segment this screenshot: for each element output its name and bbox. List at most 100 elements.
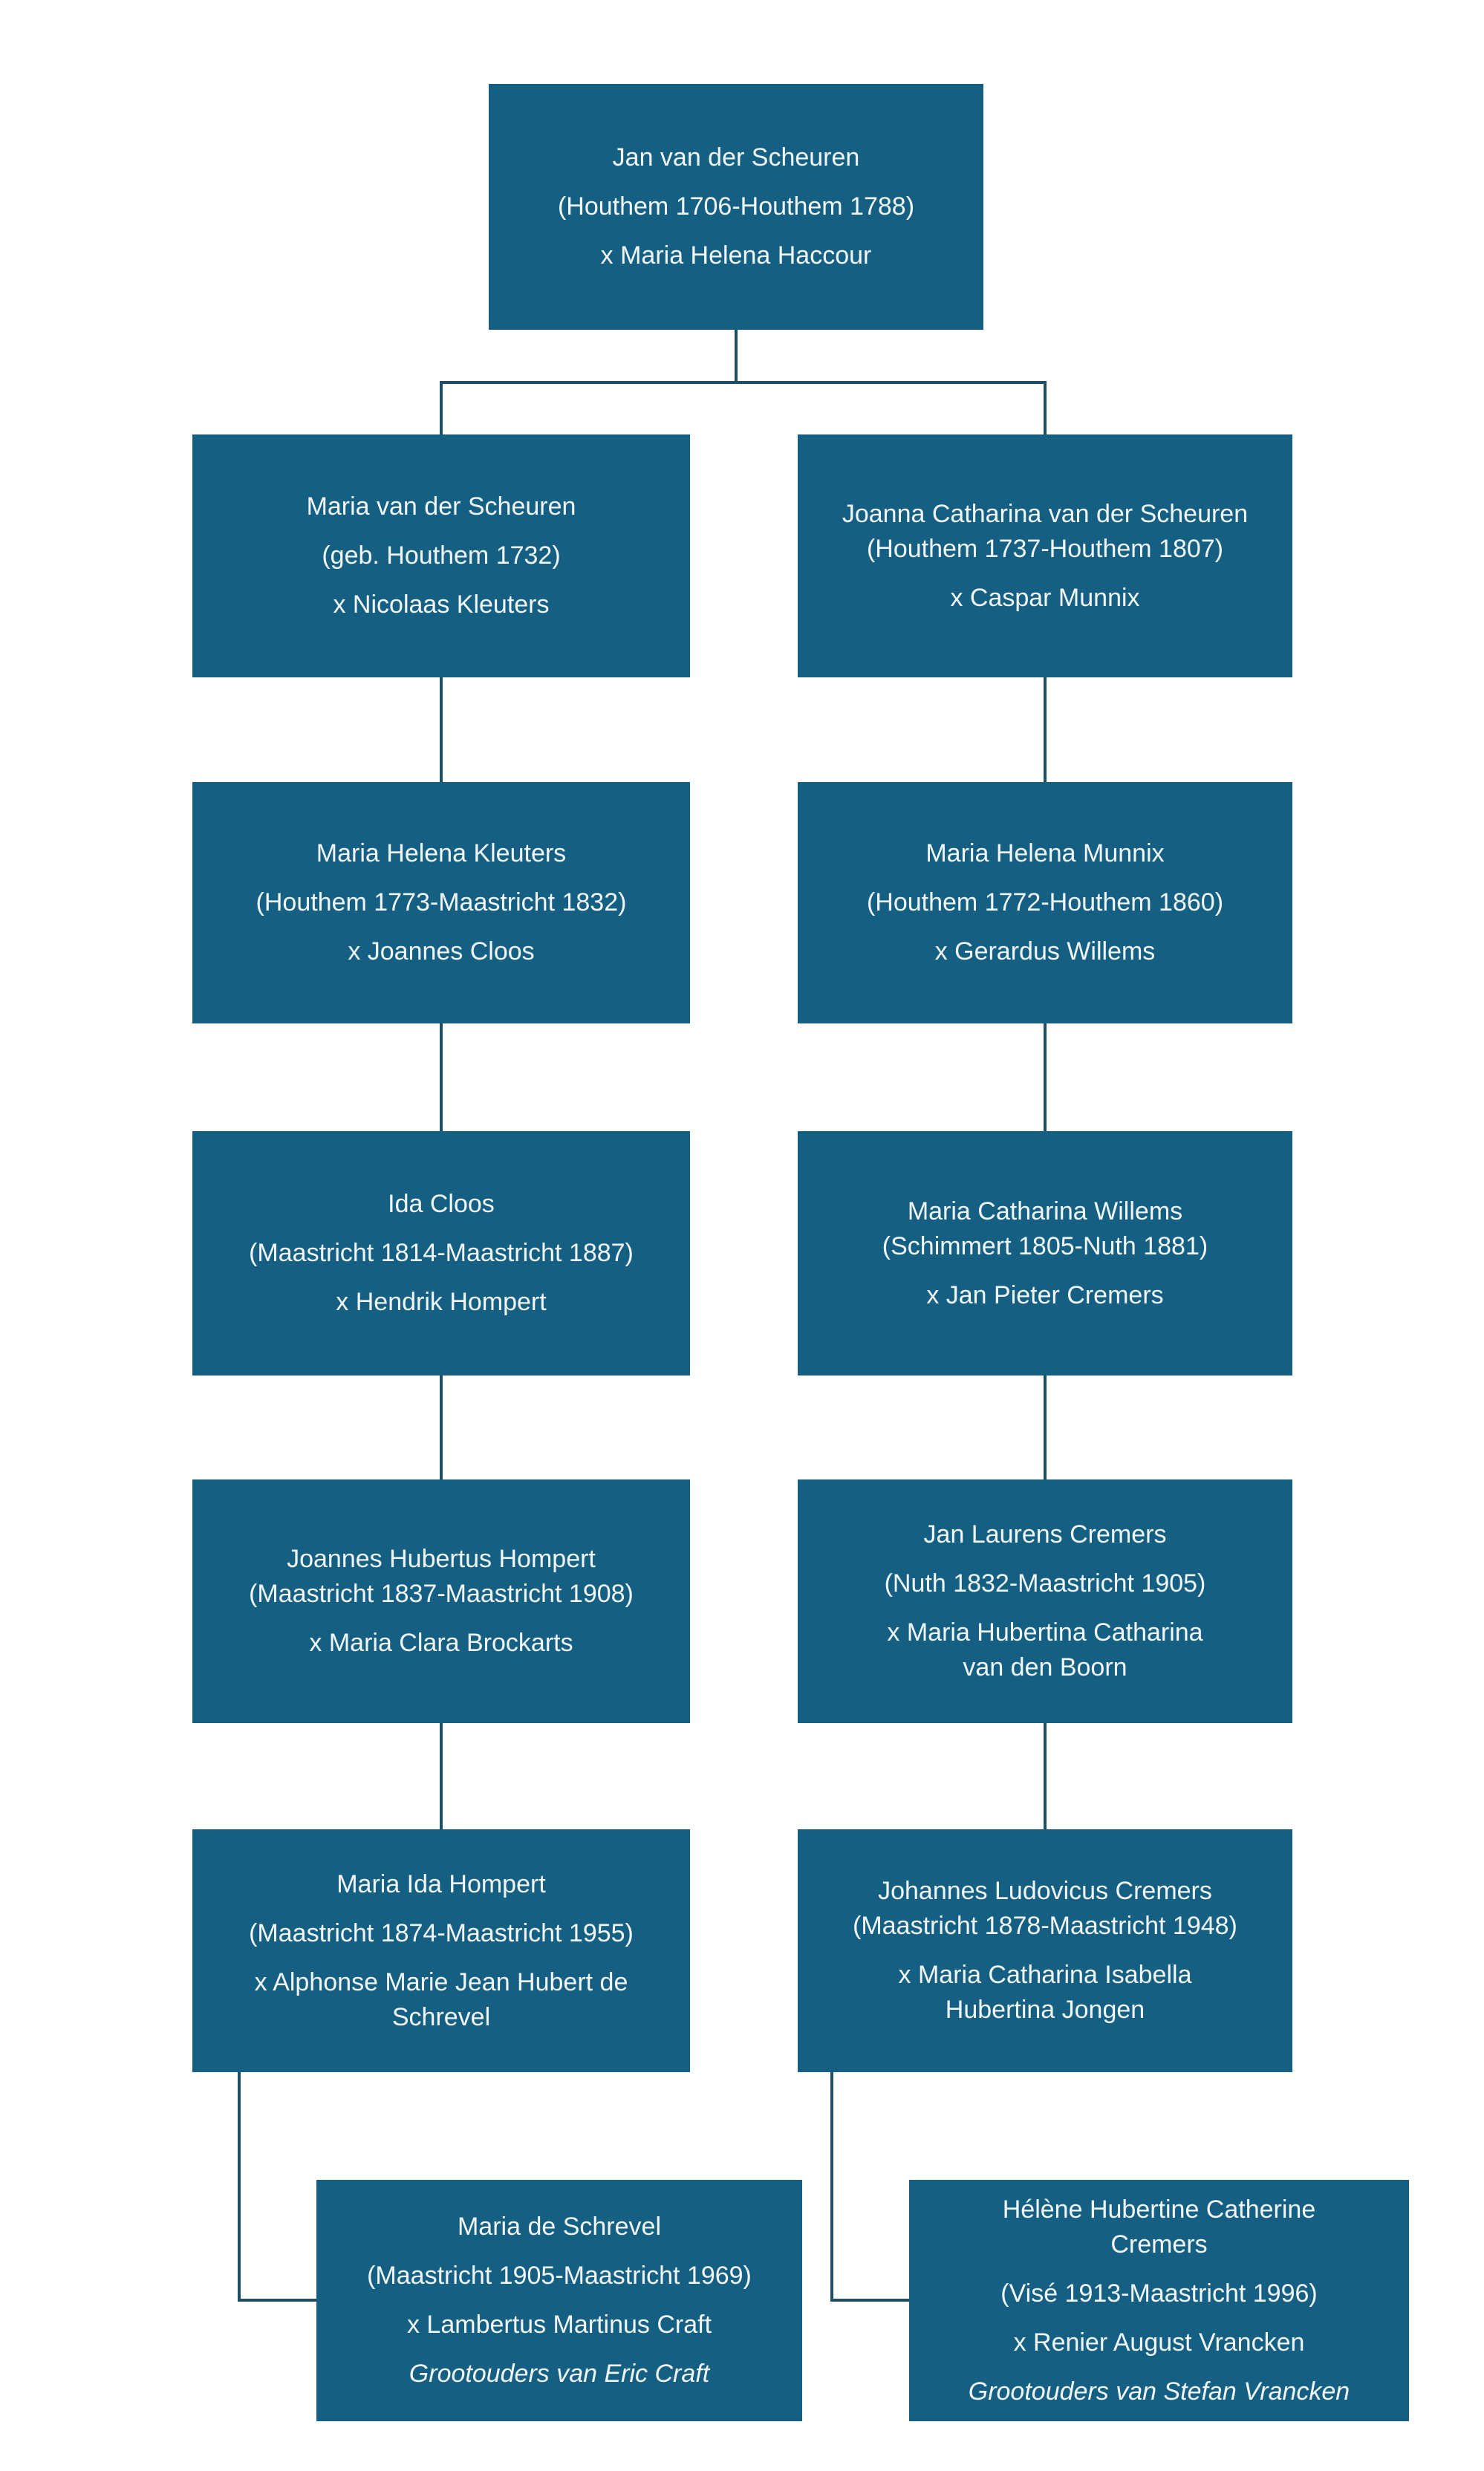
text-line: (Maastricht 1905-Maastricht 1969) bbox=[367, 2262, 752, 2290]
text-line: Cremers bbox=[1110, 2230, 1208, 2259]
text-line: x Maria Clara Brockarts bbox=[309, 1629, 573, 1657]
text-line: (Houthem 1772-Houthem 1860) bbox=[866, 888, 1224, 917]
connector-left-3-4 bbox=[440, 1023, 443, 1133]
person-dates: (Houthem 1773-Maastricht 1832) bbox=[256, 885, 627, 920]
person-name-dates: Joannes Hubertus Hompert (Maastricht 183… bbox=[249, 1542, 634, 1612]
person-spouse: x Maria Helena Haccour bbox=[601, 238, 872, 273]
person-name: Jan Laurens Cremers bbox=[924, 1517, 1167, 1552]
person-dates: (Houthem 1772-Houthem 1860) bbox=[867, 885, 1223, 920]
text-line: (Visé 1913-Maastricht 1996) bbox=[1000, 2279, 1318, 2308]
connector-left-2-3 bbox=[440, 677, 443, 784]
text-line: (geb. Houthem 1732) bbox=[322, 541, 561, 570]
text-line: x Maria Helena Haccour bbox=[600, 241, 872, 270]
connector-root-drop bbox=[735, 330, 738, 382]
text-line: van den Boorn bbox=[963, 1653, 1127, 1681]
text-line: (Maastricht 1874-Maastricht 1955) bbox=[249, 1918, 634, 1947]
person-spouse: x Hendrik Hompert bbox=[336, 1285, 546, 1320]
text-line: x Joannes Cloos bbox=[348, 937, 535, 966]
person-dates: (Houthem 1706-Houthem 1788) bbox=[558, 189, 914, 224]
connector-right-5-6 bbox=[1044, 1723, 1047, 1831]
person-name: Ida Cloos bbox=[388, 1187, 495, 1222]
person-spouse: x Renier August Vrancken bbox=[1014, 2325, 1305, 2360]
text-line: Joannes Hubertus Hompert bbox=[287, 1545, 596, 1573]
person-box-gen5-right: Jan Laurens Cremers (Nuth 1832-Maastrich… bbox=[798, 1479, 1292, 1723]
text-line: Maria Catharina Willems bbox=[907, 1197, 1183, 1225]
person-name-dates: Maria Catharina Willems (Schimmert 1805-… bbox=[882, 1194, 1208, 1264]
text-line: Maria van der Scheuren bbox=[306, 492, 576, 521]
person-box-gen3-left: Maria Helena Kleuters (Houthem 1773-Maas… bbox=[192, 782, 690, 1023]
person-box-gen6-right: Johannes Ludovicus Cremers (Maastricht 1… bbox=[798, 1829, 1292, 2072]
text-line: Jan Laurens Cremers bbox=[923, 1520, 1167, 1549]
text-line: x Caspar Munnix bbox=[950, 583, 1140, 612]
text-line: x Jan Pieter Cremers bbox=[926, 1280, 1164, 1309]
person-dates: (geb. Houthem 1732) bbox=[322, 538, 560, 573]
text-line: (Maastricht 1814-Maastricht 1887) bbox=[249, 1239, 634, 1267]
person-name-dates: Joanna Catharina van der Scheuren (Houth… bbox=[842, 497, 1248, 567]
text-line: Maria de Schrevel bbox=[457, 2213, 661, 2241]
connector-left-elbow-vertical bbox=[238, 2072, 241, 2302]
connector-t-right-drop bbox=[1044, 381, 1047, 436]
grandparents-note: Grootouders van Eric Craft bbox=[409, 2357, 709, 2392]
connector-right-3-4 bbox=[1044, 1023, 1047, 1133]
text-line: x Lambertus Martinus Craft bbox=[406, 2311, 712, 2339]
text-line: Maria Helena Munnix bbox=[925, 839, 1165, 867]
person-spouse: x Caspar Munnix bbox=[950, 581, 1139, 616]
person-name: Maria van der Scheuren bbox=[307, 489, 576, 524]
text-line: Maria Helena Kleuters bbox=[316, 839, 567, 867]
person-name: Hélène Hubertine Catherine Cremers bbox=[1003, 2192, 1315, 2262]
person-spouse: x Jan Pieter Cremers bbox=[926, 1278, 1163, 1313]
person-box-gen7-left: Maria de Schrevel (Maastricht 1905-Maast… bbox=[316, 2180, 802, 2421]
person-dates: (Maastricht 1905-Maastricht 1969) bbox=[367, 2259, 752, 2293]
connector-left-5-6 bbox=[440, 1723, 443, 1831]
text-line: (Houthem 1706-Houthem 1788) bbox=[557, 192, 915, 221]
person-spouse: x Gerardus Willems bbox=[935, 934, 1156, 969]
person-spouse: x Maria Hubertina Catharina van den Boor… bbox=[887, 1615, 1203, 1685]
person-name: Maria de Schrevel bbox=[458, 2210, 661, 2244]
person-box-gen4-right: Maria Catharina Willems (Schimmert 1805-… bbox=[798, 1131, 1292, 1376]
connector-right-elbow-horizontal bbox=[830, 2299, 909, 2302]
text-line: Ida Cloos bbox=[388, 1190, 495, 1218]
person-name: Jan van der Scheuren bbox=[613, 140, 860, 175]
connector-t-bar bbox=[440, 381, 1047, 384]
text-line: Jan van der Scheuren bbox=[612, 143, 860, 172]
person-name: Maria Helena Munnix bbox=[925, 836, 1164, 871]
connector-right-elbow-vertical bbox=[830, 2072, 833, 2302]
text-line: x Alphonse Marie Jean Hubert de bbox=[254, 1967, 628, 1996]
person-box-gen5-left: Joannes Hubertus Hompert (Maastricht 183… bbox=[192, 1479, 690, 1723]
person-spouse: x Maria Catharina Isabella Hubertina Jon… bbox=[899, 1958, 1192, 2028]
text-line: Schrevel bbox=[391, 2002, 491, 2031]
person-box-gen2-left: Maria van der Scheuren (geb. Houthem 173… bbox=[192, 434, 690, 677]
text-line: x Hendrik Hompert bbox=[336, 1288, 547, 1316]
person-dates: (Maastricht 1814-Maastricht 1887) bbox=[249, 1236, 634, 1271]
text-line: Grootouders van Eric Craft bbox=[409, 2360, 710, 2388]
person-dates: (Visé 1913-Maastricht 1996) bbox=[1000, 2276, 1317, 2311]
text-line: (Nuth 1832-Maastricht 1905) bbox=[884, 1569, 1206, 1598]
text-line: x Maria Catharina Isabella bbox=[898, 1961, 1192, 1989]
person-name: Maria Ida Hompert bbox=[336, 1867, 546, 1902]
text-line: Hélène Hubertine Catherine bbox=[1002, 2195, 1316, 2224]
person-dates: (Nuth 1832-Maastricht 1905) bbox=[885, 1566, 1206, 1601]
text-line: x Nicolaas Kleuters bbox=[333, 590, 550, 619]
text-line: x Gerardus Willems bbox=[934, 937, 1156, 966]
text-line: (Maastricht 1837-Maastricht 1908) bbox=[249, 1580, 634, 1608]
person-box-root: Jan van der Scheuren (Houthem 1706-Houth… bbox=[489, 84, 983, 330]
text-line: x Maria Hubertina Catharina bbox=[887, 1618, 1203, 1647]
person-name-dates: Johannes Ludovicus Cremers (Maastricht 1… bbox=[853, 1874, 1237, 1944]
text-line: (Schimmert 1805-Nuth 1881) bbox=[882, 1231, 1208, 1260]
connector-right-4-5 bbox=[1044, 1376, 1047, 1481]
person-spouse: x Joannes Cloos bbox=[348, 934, 534, 969]
person-spouse: x Maria Clara Brockarts bbox=[309, 1626, 573, 1661]
text-line: Hubertina Jongen bbox=[945, 1996, 1145, 2024]
text-line: Johannes Ludovicus Cremers bbox=[878, 1877, 1212, 1905]
text-line: (Houthem 1773-Maastricht 1832) bbox=[256, 888, 627, 917]
person-box-gen6-left: Maria Ida Hompert (Maastricht 1874-Maast… bbox=[192, 1829, 690, 2072]
person-box-gen7-right: Hélène Hubertine Catherine Cremers (Visé… bbox=[909, 2180, 1409, 2421]
grandparents-note: Grootouders van Stefan Vrancken bbox=[969, 2374, 1350, 2409]
person-box-gen3-right: Maria Helena Munnix (Houthem 1772-Houthe… bbox=[798, 782, 1292, 1023]
person-dates: (Maastricht 1874-Maastricht 1955) bbox=[249, 1916, 634, 1951]
person-name: Maria Helena Kleuters bbox=[316, 836, 566, 871]
text-line: (Houthem 1737-Houthem 1807) bbox=[866, 534, 1224, 563]
text-line: Grootouders van Stefan Vrancken bbox=[968, 2377, 1350, 2406]
connector-right-2-3 bbox=[1044, 677, 1047, 784]
